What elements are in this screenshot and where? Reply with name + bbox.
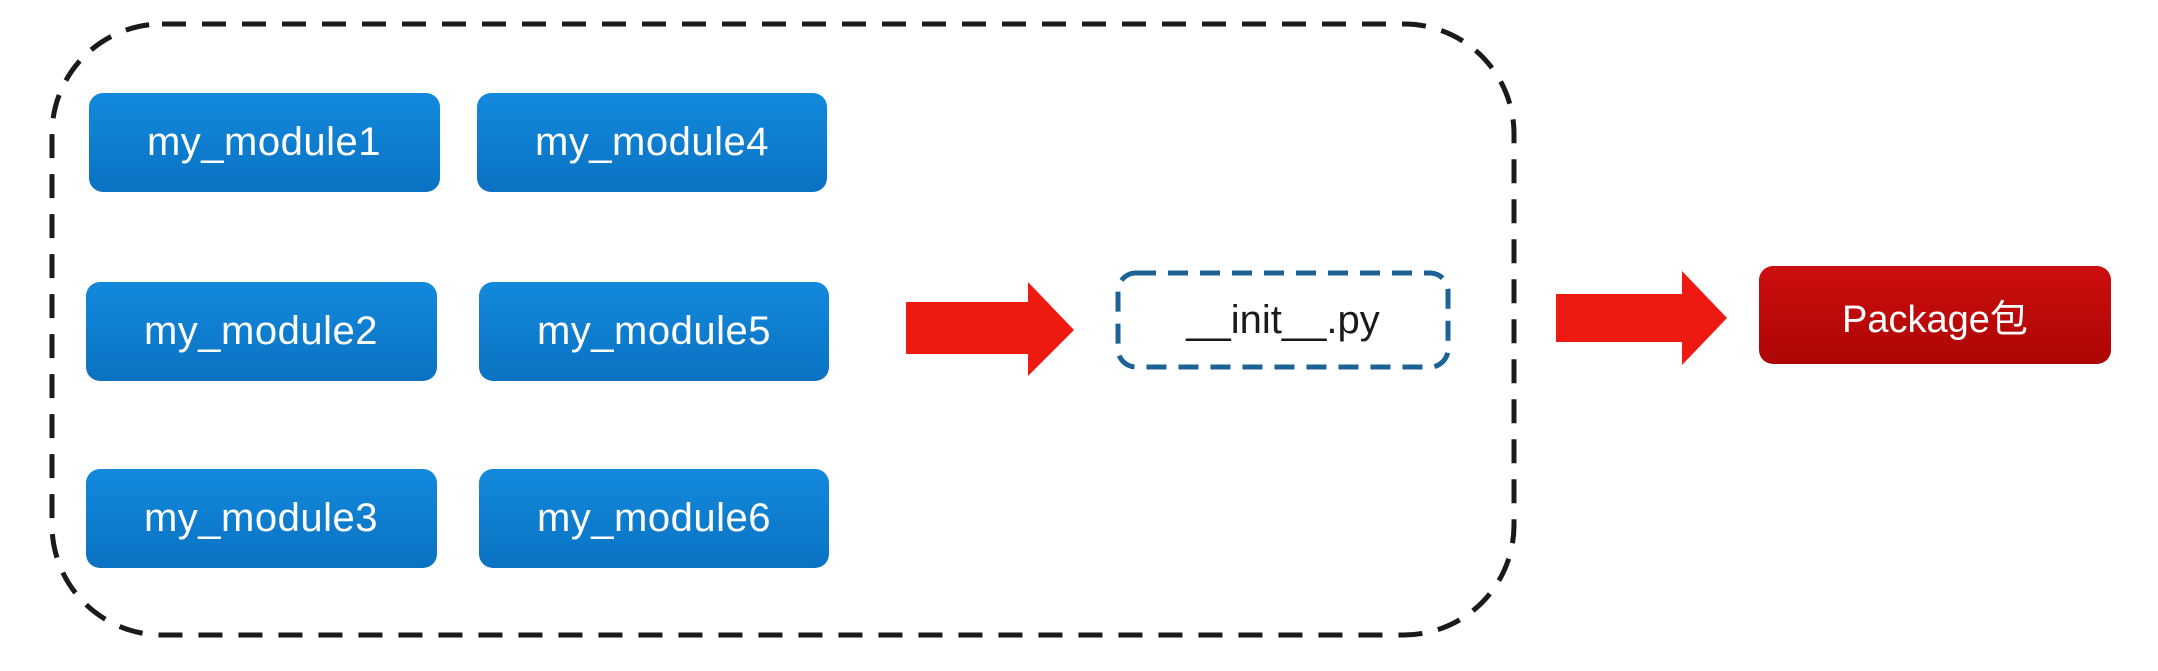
- package-label: Package包: [1842, 298, 2028, 341]
- package-box: Package包: [1759, 266, 2111, 364]
- module-box-bg: [86, 469, 437, 568]
- init-file-label: __init__.py: [1186, 297, 1380, 342]
- module-box-bg: [86, 282, 437, 381]
- arrow-right-icon: [906, 282, 1074, 376]
- arrow-right-icon: [1556, 271, 1727, 365]
- module-label: my_module2: [143, 308, 378, 353]
- package-boundary: [49, 21, 1517, 638]
- package-box-bg: [1759, 266, 2111, 364]
- module-label: my_module6: [536, 495, 771, 540]
- module-label: my_module1: [146, 119, 381, 164]
- module-label: my_module5: [536, 308, 771, 353]
- init-box-border: [1115, 270, 1451, 370]
- module-box-bg: [477, 93, 827, 192]
- init-file-box: __init__.py: [1116, 271, 1450, 369]
- module-box-4: my_module4: [477, 93, 827, 191]
- module-box-6: my_module6: [479, 469, 829, 567]
- module-label: my_module4: [534, 119, 769, 164]
- module-label: my_module3: [143, 495, 378, 540]
- module-box-2: my_module2: [86, 282, 436, 380]
- module-box-bg: [479, 469, 829, 568]
- module-box-bg: [89, 93, 440, 192]
- module-box-bg: [479, 282, 829, 381]
- module-box-5: my_module5: [479, 282, 829, 380]
- module-box-3: my_module3: [86, 469, 436, 567]
- module-box-1: my_module1: [89, 93, 439, 191]
